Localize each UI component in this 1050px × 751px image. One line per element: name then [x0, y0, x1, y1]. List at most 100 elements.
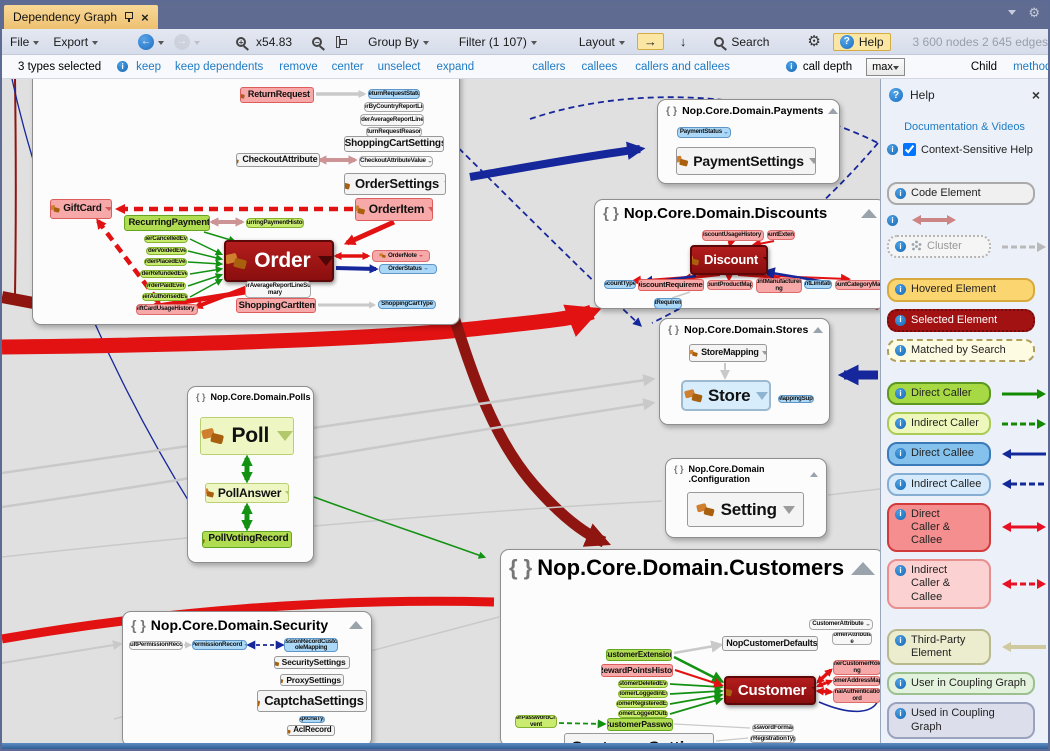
layout-menu[interactable]: Layout [579, 35, 625, 49]
expand-caret-icon[interactable] [443, 181, 445, 187]
graph-node-ordervoidedevent[interactable]: OrderVoidedEvent [146, 247, 187, 255]
remove-link[interactable]: remove [279, 60, 318, 73]
graph-node-customerextensions[interactable]: CustomerExtensions [606, 649, 672, 661]
graph-node-securitysettings[interactable]: SecuritySettings [274, 656, 350, 669]
info-icon[interactable]: i [895, 448, 906, 460]
graph-node-customerpassword[interactable]: CustomerPassword [607, 718, 673, 731]
window-gear-icon[interactable]: ⚙ [1028, 5, 1040, 20]
graph-node-shoppingcarttype[interactable]: ShoppingCartType [378, 300, 436, 309]
expand-caret-icon[interactable] [756, 391, 769, 400]
graph-node-poll[interactable]: Poll [200, 417, 294, 455]
graph-node-orderplacedevent[interactable]: OrderPlacedEvent [144, 258, 187, 266]
keep-link[interactable]: keep [136, 60, 162, 73]
expand-caret-icon[interactable] [782, 505, 795, 514]
graph-node-customerloggedoutevent[interactable]: CustomerLoggedOutEvent [618, 710, 668, 718]
graph-node-discountextensions[interactable]: DiscountExtensions [767, 230, 795, 240]
expand-caret-icon[interactable] [427, 160, 432, 163]
expand-caret-icon[interactable] [761, 351, 766, 355]
graph-node-customer[interactable]: Customer [724, 676, 816, 705]
graph-node-ordersettings[interactable]: OrderSettings [344, 173, 446, 195]
graph-node-discounttype[interactable]: DiscountType [604, 280, 636, 289]
expand-caret-icon[interactable] [763, 235, 764, 237]
zoom-in-button[interactable]: + [236, 36, 247, 47]
expand-caret-icon[interactable] [762, 257, 766, 263]
expand-link[interactable]: expand [436, 60, 475, 73]
graph-node-customerpasswordchangede[interactable]: CustomerPasswordChangedEvent [515, 715, 557, 728]
expand-caret-icon[interactable] [865, 623, 870, 626]
graph-node-customeraddressmapping[interactable]: CustomerAddressMapping [833, 676, 880, 686]
back-button[interactable]: ← [138, 33, 165, 50]
info-icon[interactable]: i [895, 708, 906, 720]
expand-caret-icon[interactable] [428, 207, 432, 212]
graph-node-recurringpayment[interactable]: RecurringPayment [124, 215, 210, 231]
expand-caret-icon[interactable] [317, 256, 332, 266]
graph-node-shoppingcartitem[interactable]: ShoppingCartItem [236, 298, 316, 313]
collapse-icon[interactable] [349, 621, 363, 629]
info-icon[interactable]: i [895, 418, 906, 430]
callers-link[interactable]: callers [532, 60, 566, 73]
info-icon[interactable]: i [895, 387, 906, 399]
expand-caret-icon[interactable] [196, 308, 197, 311]
graph-node-discountusagehistory[interactable]: DiscountUsageHistory [702, 230, 764, 241]
graph-node-store[interactable]: Store [681, 380, 771, 411]
info-icon[interactable]: i [895, 678, 906, 690]
expand-caret-icon[interactable] [334, 729, 335, 732]
graph-node-customerattributevalu[interactable]: CustomerAttributeValue [832, 632, 872, 645]
graph-node-discount[interactable]: Discount [690, 245, 768, 275]
graph-node-orderrefundedevent[interactable]: OrderRefundedEvent [140, 270, 188, 278]
graph-node-discountmanufacturermappi[interactable]: DiscountManufacturerMapping [756, 278, 802, 293]
close-help-icon[interactable]: × [1031, 87, 1040, 103]
info-icon[interactable]: i [117, 61, 129, 72]
expand-caret-icon[interactable] [348, 660, 349, 665]
info-icon[interactable]: i [895, 634, 906, 646]
expand-caret-icon[interactable] [418, 255, 423, 257]
info-icon[interactable]: i [895, 241, 906, 253]
expand-caret-icon[interactable] [724, 131, 729, 134]
group-by-menu[interactable]: Group By [368, 35, 429, 49]
center-link[interactable]: center [331, 60, 364, 73]
export-menu[interactable]: Export [53, 35, 99, 49]
graph-node-pollanswer[interactable]: PollAnswer [205, 483, 289, 503]
expand-caret-icon[interactable] [312, 93, 313, 97]
layout-vertical-button[interactable]: ↓ [679, 34, 687, 49]
graph-node-nopcustomerdefaults[interactable]: NopCustomerDefaults [722, 636, 818, 651]
graph-node-captchasettings[interactable]: CaptchaSettings [257, 690, 367, 712]
collapse-icon[interactable] [810, 471, 818, 477]
info-icon[interactable]: i [895, 478, 906, 490]
graph-node-discountcategorymapping[interactable]: DiscountCategoryMapping [835, 280, 880, 290]
graph-node-recurringpaymenthistory[interactable]: RecurringPaymentHistory [246, 218, 304, 228]
info-icon[interactable]: i [895, 565, 906, 577]
callers-and-callees-link[interactable]: callers and callees [635, 60, 730, 73]
graph-node-returnrequeststatus[interactable]: ReturnRequestStatus [368, 89, 420, 99]
graph-node-captchatype[interactable]: CaptchaType [299, 716, 325, 723]
info-icon[interactable]: i [895, 284, 906, 296]
graph-node-setting[interactable]: Setting [687, 492, 804, 527]
collapse-icon[interactable] [861, 209, 877, 218]
graph-node-orderaveragereportlinesum[interactable]: OrderAverageReportLineSummary [245, 281, 311, 298]
graph-node-proxysettings[interactable]: ProxySettings [280, 674, 344, 686]
close-tab-icon[interactable]: × [141, 9, 149, 25]
graph-node-ordernote[interactable]: OrderNote [372, 250, 430, 262]
graph-node-paymentstatus[interactable]: PaymentStatus [677, 127, 731, 138]
graph-node-order[interactable]: Order [224, 240, 334, 282]
graph-canvas[interactable]: { }Nop.Core.Domain.Payments{ }Nop.Core.D… [2, 79, 880, 743]
info-icon[interactable]: i [785, 61, 797, 72]
graph-node-checkoutattributevalue[interactable]: CheckoutAttributeValue [359, 156, 433, 167]
graph-node-rewardpointshistory[interactable]: RewardPointsHistory [601, 664, 673, 677]
graph-node-passwordformat[interactable]: PasswordFormat [752, 724, 794, 732]
graph-node-defaultpermissionrecord[interactable]: DefaultPermissionRecord [129, 641, 183, 650]
help-button[interactable]: ?Help [832, 32, 891, 51]
graph-node-customercustomerrolemappi[interactable]: CustomerCustomerRoleMapping [833, 660, 880, 675]
zoom-out-button[interactable]: − [312, 36, 323, 47]
info-icon[interactable]: i [887, 214, 898, 226]
expand-caret-icon[interactable] [244, 644, 246, 646]
info-icon[interactable]: i [895, 314, 906, 326]
tab-dependency-graph[interactable]: Dependency Graph × [4, 5, 158, 29]
graph-node-customerloggedinevent[interactable]: CustomerLoggedinEvent [618, 690, 668, 698]
graph-node-shoppingcartsettings[interactable]: ShoppingCartSettings [344, 136, 444, 152]
layout-horizontal-button[interactable]: → [636, 33, 664, 50]
fit-to-screen-button[interactable] [336, 35, 347, 48]
graph-node-pollvotingrecord[interactable]: PollVotingRecord [202, 531, 292, 548]
graph-node-discountproductmapping[interactable]: DiscountProductMapping [707, 280, 753, 290]
graph-node-discountrequirement[interactable]: DiscountRequirement [638, 279, 704, 291]
